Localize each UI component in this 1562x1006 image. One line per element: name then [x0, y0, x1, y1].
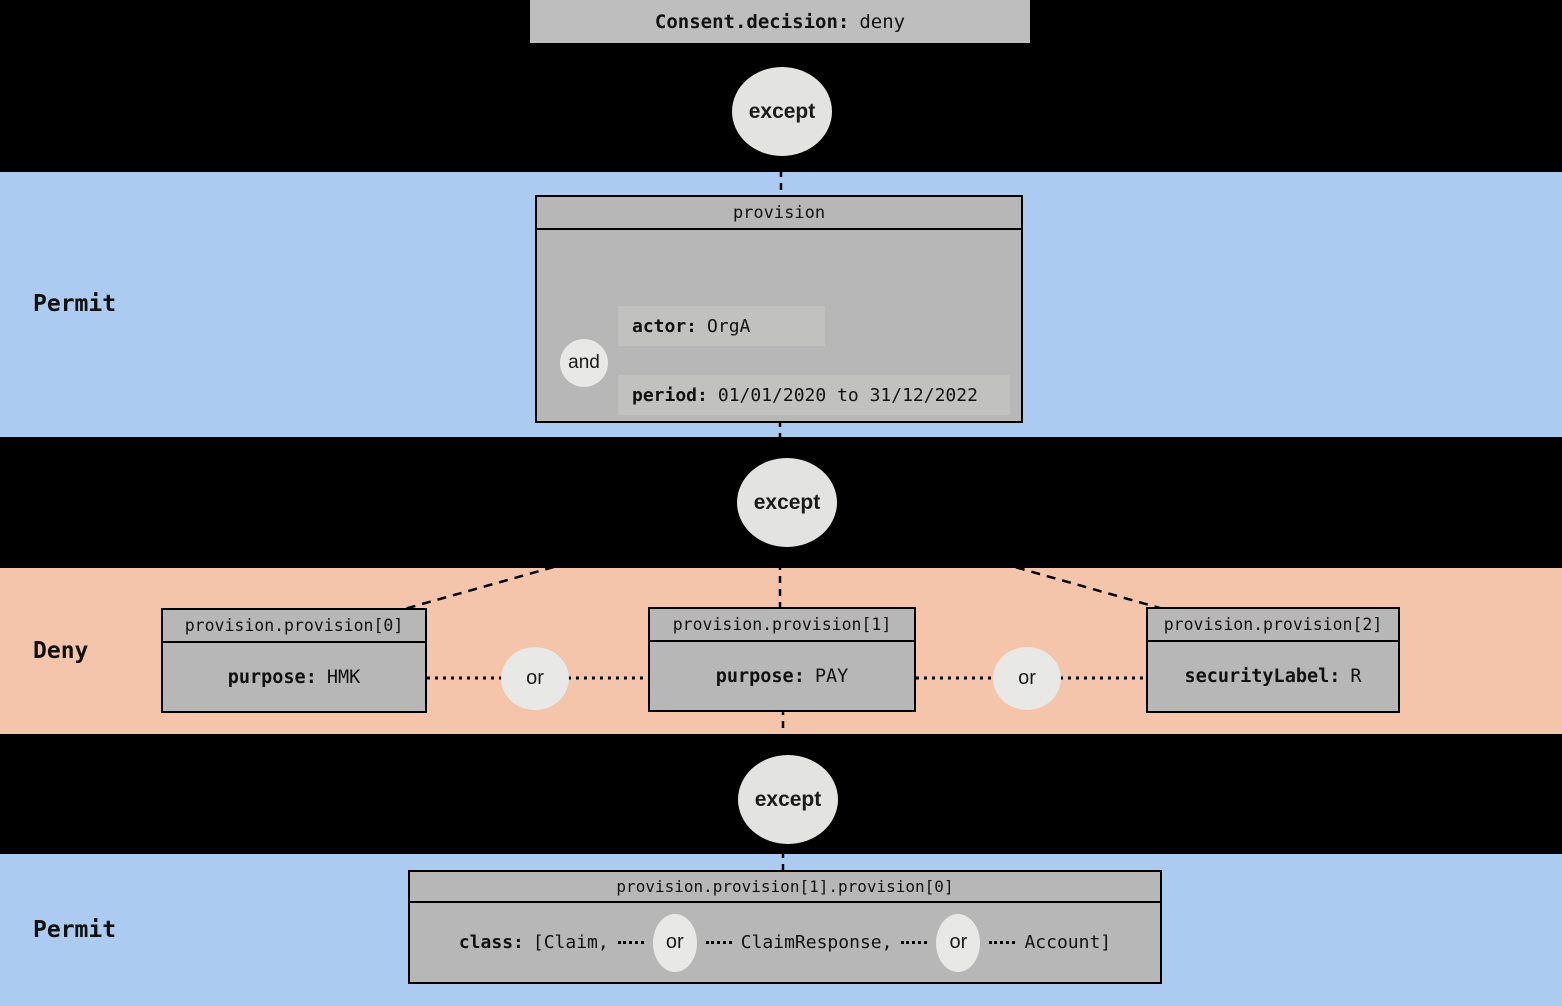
deny-box-0-value: HMK	[326, 666, 361, 688]
deny-box-0-title: provision.provision[0]	[163, 610, 425, 643]
or-operator-circle-2: or	[993, 647, 1061, 710]
deny-box-2-value: R	[1350, 666, 1362, 687]
period-row: period: 01/01/2020 to 31/12/2022	[618, 375, 1010, 415]
deny-box-0: provision.provision[0] purpose: HMK	[161, 608, 427, 713]
period-value: 01/01/2020 to 31/12/2022	[717, 384, 978, 406]
band-label-deny: Deny	[33, 638, 89, 664]
or-operator-circle-3: or	[652, 913, 697, 972]
dotted-link	[901, 941, 928, 944]
and-operator-circle: and	[560, 339, 608, 387]
except-circle-1: except	[732, 67, 832, 156]
class-box: provision.provision[1].provision[0] clas…	[408, 870, 1162, 984]
root-field: Consent.decision:	[654, 10, 850, 33]
class-box-title: provision.provision[1].provision[0]	[410, 872, 1160, 903]
period-field: period:	[632, 384, 708, 406]
deny-box-1-value: PAY	[814, 665, 849, 687]
deny-box-1-field: purpose:	[715, 665, 805, 687]
dotted-link	[989, 941, 1016, 944]
class-item-1: ClaimResponse,	[740, 932, 893, 953]
dotted-link	[617, 941, 644, 944]
deny-box-1: provision.provision[1] purpose: PAY	[648, 607, 916, 712]
class-item-0: [Claim,	[532, 932, 609, 953]
root-decision-box: Consent.decision: deny	[530, 0, 1030, 43]
band-label-permit-1: Permit	[33, 291, 117, 317]
provision-box: provision actor: OrgA period: 01/01/2020…	[535, 195, 1023, 423]
deny-box-0-field: purpose:	[227, 666, 317, 688]
dotted-link	[705, 941, 732, 944]
actor-field: actor:	[632, 315, 698, 337]
except-circle-2: except	[737, 458, 837, 547]
or-operator-circle-4: or	[936, 913, 981, 972]
deny-box-2-field: securityLabel:	[1184, 666, 1341, 687]
actor-row: actor: OrgA	[618, 306, 825, 346]
band-label-permit-2: Permit	[33, 917, 117, 943]
or-operator-circle-1: or	[501, 647, 569, 710]
provision-box-title: provision	[537, 197, 1021, 230]
deny-box-2: provision.provision[2] securityLabel: R	[1146, 607, 1400, 713]
deny-box-2-title: provision.provision[2]	[1148, 609, 1398, 642]
class-field: class:	[458, 932, 524, 953]
except-circle-3: except	[738, 755, 838, 844]
class-item-2: Account]	[1024, 932, 1112, 953]
root-value: deny	[859, 10, 906, 33]
deny-box-1-title: provision.provision[1]	[650, 609, 914, 642]
actor-value: OrgA	[707, 315, 751, 337]
